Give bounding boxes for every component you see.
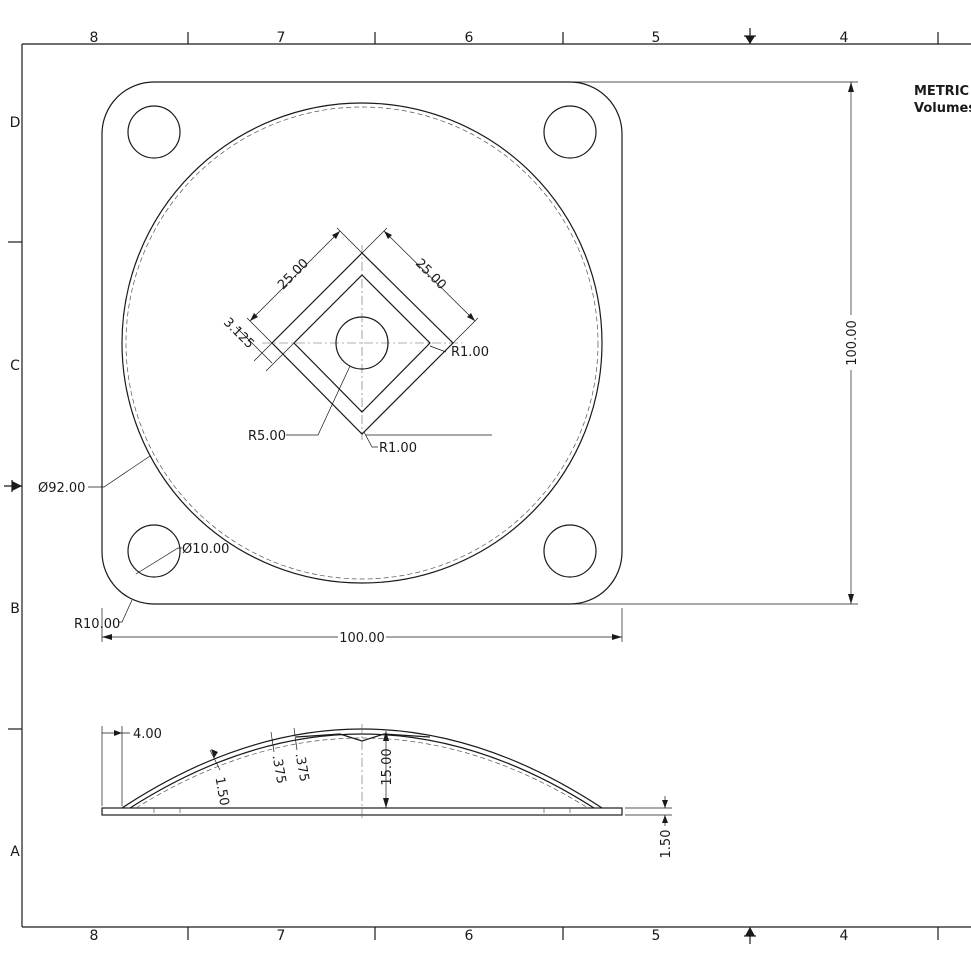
leader-dome-diameter (88, 455, 151, 488)
note-volumes: Volumes (914, 101, 971, 116)
dim-base-thickness (625, 796, 672, 826)
plate-height-label: 100.00 (845, 320, 860, 366)
drawing-frame (8, 32, 971, 940)
zone-column-5: 5 (652, 30, 661, 46)
zone-column-7: 7 (277, 30, 286, 46)
centering-mark-bottom (744, 927, 756, 944)
zone-labels-left: D C B A (10, 115, 21, 860)
corner-radius-label: R10.00 (74, 617, 120, 632)
zone-column-6: 6 (465, 30, 474, 46)
zone-column-7-bottom: 7 (277, 928, 286, 944)
zone-column-4-bottom: 4 (840, 928, 849, 944)
dome-height-label: 15.00 (380, 748, 395, 785)
fillet-right-label: R1.00 (451, 345, 489, 360)
edge-offset-label: 4.00 (133, 727, 162, 742)
zone-labels-bottom: 8 7 6 5 4 (90, 928, 849, 944)
zone-column-8-bottom: 8 (90, 928, 99, 944)
fillet-bottom-label: R1.00 (379, 441, 417, 456)
mounting-hole-bottom-left (127, 524, 181, 578)
dim-square-side-left-label: 25.00 (275, 256, 312, 293)
zone-column-8: 8 (90, 30, 99, 46)
zone-column-4: 4 (840, 30, 849, 46)
mounting-hole-bottom-right (543, 524, 597, 578)
zone-column-6-bottom: 6 (465, 928, 474, 944)
leader-fillet-right (429, 345, 447, 353)
zone-row-c: C (10, 358, 20, 374)
dim-plate-height (572, 81, 858, 605)
inner-offset-b-label: .375 (292, 752, 312, 783)
plate-width-label: 100.00 (339, 631, 385, 646)
dim-inner-offset-b (293, 727, 298, 751)
hole-diameter-label: Ø10.00 (182, 542, 229, 557)
dim-plate-width (101, 608, 623, 642)
base-thickness-label: 1.50 (659, 830, 674, 859)
dim-square-side-left (246, 227, 363, 344)
dome-diameter-label: Ø92.00 (38, 481, 85, 496)
dome-hidden-profile (135, 737, 589, 809)
dome-outline (121, 102, 603, 584)
zone-column-5-bottom: 5 (652, 928, 661, 944)
dome-inner-profile (129, 733, 595, 809)
dim-square-side-right (361, 227, 479, 344)
top-view: 25.00 25.00 3.125 R1.00 R1.00 R5.00 Ø92.… (38, 81, 860, 646)
leader-corner-radius (118, 599, 133, 623)
zone-row-d: D (10, 115, 21, 131)
note-metric: METRIC (914, 84, 969, 99)
dim-square-side-right-label: 25.00 (412, 256, 449, 293)
side-view: 4.00 1.50 .375 .375 15.00 1.50 (101, 724, 674, 859)
shell-thickness-label: 1.50 (212, 776, 232, 807)
zone-labels-top: 8 7 6 5 4 (90, 30, 849, 46)
centering-mark-top (744, 28, 756, 44)
outer-square-recess (271, 252, 454, 435)
mounting-hole-top-left (127, 105, 181, 159)
leader-hole-diameter (135, 547, 182, 575)
zone-row-a: A (10, 844, 20, 860)
dim-inner-offset-a (270, 731, 275, 753)
mounting-hole-top-right (543, 105, 597, 159)
centering-mark-left (4, 480, 22, 492)
dim-dome-height (383, 731, 389, 808)
leader-fillet-bottom (363, 431, 378, 448)
dim-edge-offset (101, 726, 130, 806)
dim-wall-offset-label: 3.125 (220, 315, 257, 352)
dim-shell-thickness (209, 749, 221, 771)
leader-center-hole (286, 365, 351, 436)
base-plate-outline (101, 81, 623, 605)
dim-wall-offset (235, 326, 295, 372)
inner-square-recess (293, 274, 431, 413)
center-hole (335, 316, 389, 370)
inner-offset-a-label: .375 (269, 754, 289, 785)
dome-inner-edge (125, 106, 599, 580)
center-hole-radius-label: R5.00 (248, 429, 286, 444)
zone-row-b: B (10, 601, 20, 617)
